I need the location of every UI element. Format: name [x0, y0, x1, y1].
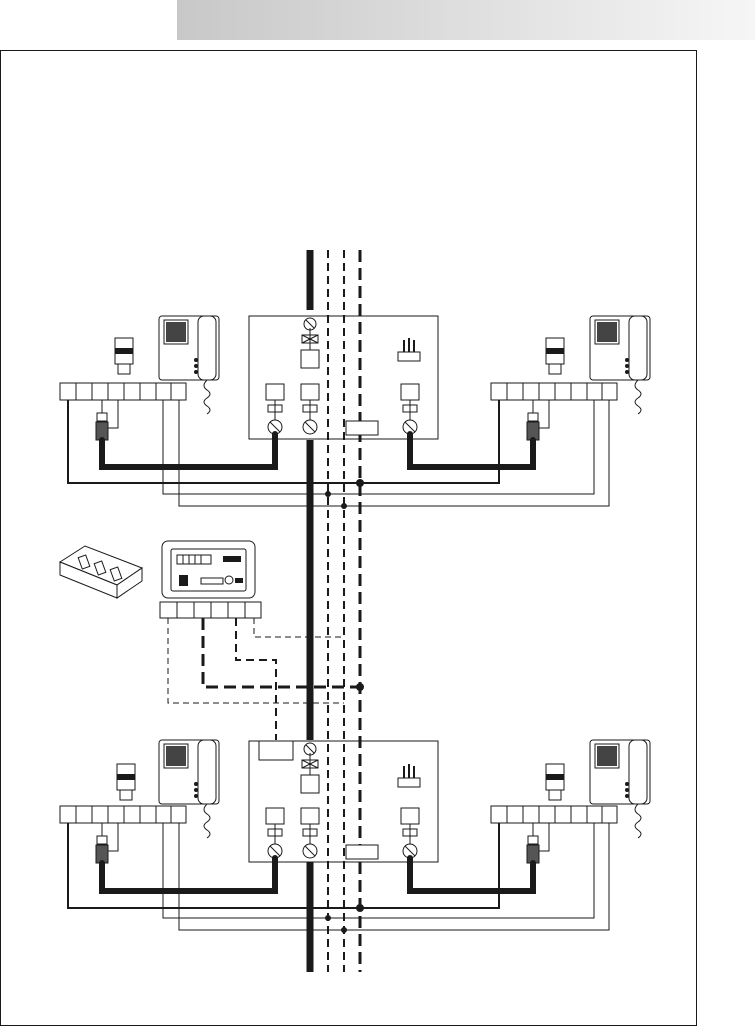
power-supply-section: [60, 541, 364, 740]
monitor-station-lower-left: [60, 740, 219, 863]
door-chime-icon: [546, 764, 564, 800]
monitor-station-upper-right: [491, 316, 650, 440]
monitor-station-upper-left: [60, 316, 219, 440]
door-chime-icon: [115, 338, 133, 374]
jumper-plug-icon: [398, 764, 420, 787]
distributor-box-upper: [249, 316, 438, 439]
psu-terminal-strip: [160, 602, 261, 618]
floor-lower: [60, 740, 650, 933]
switch-module-icon: [60, 546, 142, 598]
door-chime-icon: [546, 338, 564, 374]
monitor-station-lower-right: [491, 740, 650, 863]
floor-upper: [60, 316, 650, 509]
door-chime-icon: [117, 764, 135, 800]
power-supply-unit: [162, 541, 255, 598]
